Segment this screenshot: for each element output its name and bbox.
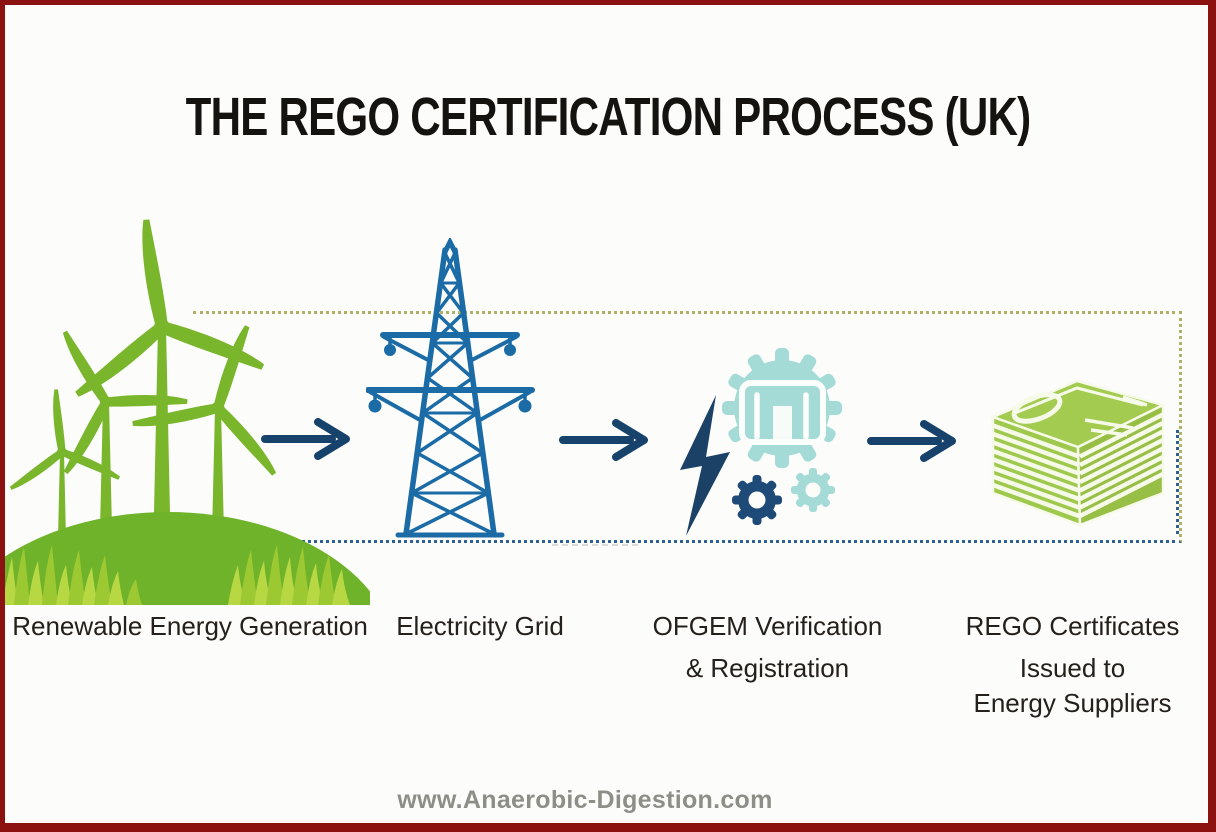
process-flow-box	[193, 311, 1182, 543]
right-arrow-icon	[261, 418, 350, 460]
step-label-energy-suppliers: Energy Suppliers	[973, 688, 1172, 718]
watermark-artifact	[552, 544, 638, 546]
diagram-title: THE REGO CERTIFICATION PROCESS (UK)	[185, 87, 1032, 147]
wind-turbines-icon	[0, 219, 370, 605]
transmission-tower-icon	[366, 238, 535, 538]
gear-icon	[732, 475, 782, 525]
right-arrow-icon	[867, 420, 956, 462]
meter-screen	[739, 380, 826, 445]
right-arrow-icon	[559, 419, 648, 461]
lightning-bolt-gears-icon	[680, 348, 842, 536]
step-label-renewable-energy-generation: Renewable Energy Generation	[12, 611, 368, 641]
lightning-bolt-icon	[680, 395, 730, 536]
step-label-issued-to: Issued to	[1019, 653, 1126, 683]
wind-turbine	[75, 219, 265, 560]
gear-icon	[791, 468, 835, 512]
process-flow-box-edge	[1176, 430, 1179, 534]
step-label-rego-certificates: REGO Certificates	[965, 611, 1180, 641]
step-label-ofgem-verification: OFGEM Verification	[652, 611, 883, 641]
website-url: www.Anaerobic-Digestion.com	[397, 786, 773, 814]
certificates-stack-icon	[989, 379, 1167, 527]
step-label-electricity-grid: Electricity Grid	[396, 611, 564, 641]
step-label-ofgem-registration: & Registration	[685, 653, 850, 683]
grass	[2, 545, 350, 605]
